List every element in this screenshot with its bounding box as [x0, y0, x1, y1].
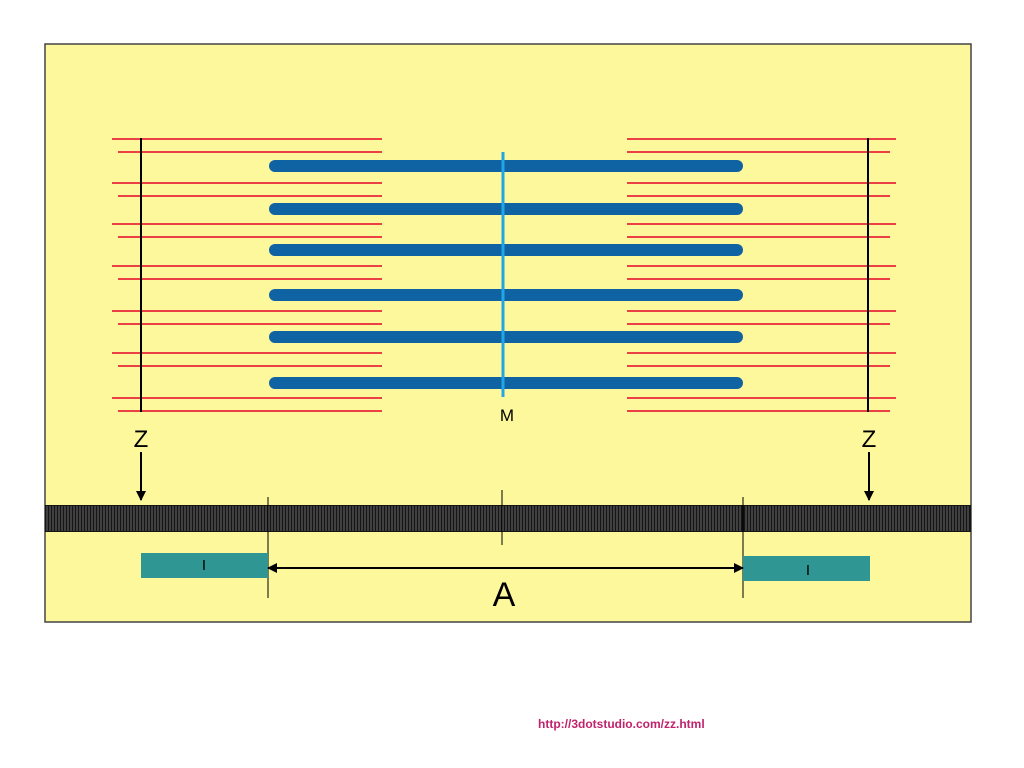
thin-filaments-right: [627, 138, 896, 412]
i-band-right: [743, 556, 870, 581]
a-band-label: A: [493, 576, 516, 614]
i-band-label-right: I: [806, 562, 810, 579]
source-link[interactable]: http://3dotstudio.com/zz.html: [538, 717, 705, 731]
i-band-label-left: I: [202, 557, 206, 574]
band-boundaries: [267, 490, 744, 598]
thin-filaments-left: [112, 138, 382, 412]
striation-strip: [45, 505, 971, 532]
z-line-label-right: Z: [862, 426, 877, 453]
z-line-label-left: Z: [134, 426, 149, 453]
thick-filaments: [269, 160, 743, 389]
m-line-label: M: [500, 406, 514, 425]
i-band-left: [141, 553, 268, 578]
striation-hatching: [46, 506, 969, 531]
